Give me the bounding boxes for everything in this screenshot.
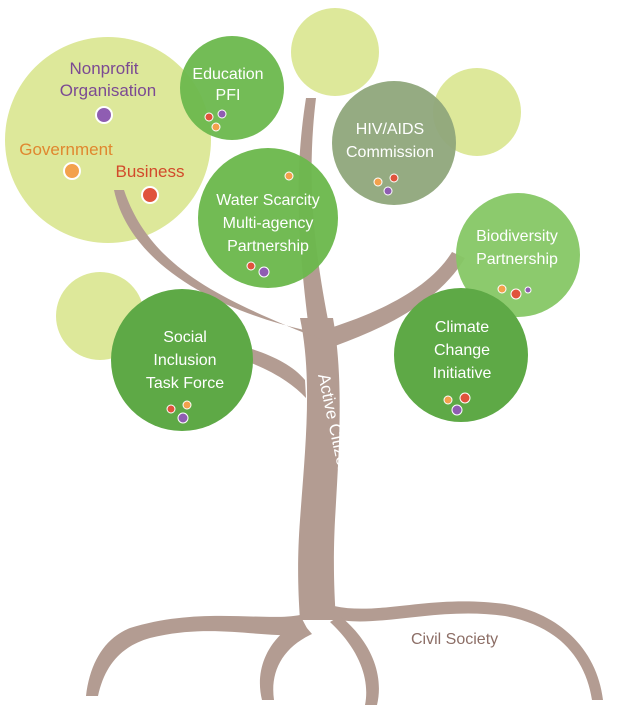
- dot-orange: [182, 400, 192, 410]
- hiv-aids-label: HIV/AIDS: [356, 121, 424, 138]
- commission-label: Commission: [346, 144, 434, 161]
- business-label: Business: [116, 162, 185, 181]
- dot-red: [459, 392, 471, 404]
- organisation-label: Organisation: [60, 81, 156, 100]
- hiv-aids-circle: [332, 81, 456, 205]
- task-force-label: Task Force: [146, 375, 224, 392]
- dot-red: [246, 261, 256, 271]
- dot-purple: [524, 286, 532, 294]
- dot-purple: [217, 109, 227, 119]
- dot-purple: [383, 186, 393, 196]
- social-label: Social: [163, 329, 207, 346]
- water-scarcity-label: Water Scarcity: [216, 192, 319, 209]
- change-label: Change: [434, 342, 490, 359]
- nonprofit-dot: [95, 106, 113, 124]
- sectors-circle: [5, 37, 211, 243]
- government-dot: [63, 162, 81, 180]
- biodiversity-label: Biodiversity: [476, 228, 558, 245]
- dot-red: [204, 112, 214, 122]
- biodiversity-partnership-label: Partnership: [476, 251, 558, 268]
- dot-red: [510, 288, 522, 300]
- dot-red: [166, 404, 176, 414]
- education-label: Education: [192, 66, 263, 83]
- dot-purple: [177, 412, 189, 424]
- dot-orange: [373, 177, 383, 187]
- climate-label: Climate: [435, 319, 489, 336]
- partnership-label: Partnership: [227, 238, 309, 255]
- dot-red: [389, 173, 399, 183]
- inclusion-label: Inclusion: [153, 352, 216, 369]
- dot-orange: [284, 171, 294, 181]
- climate-change-circle: [394, 288, 528, 422]
- dot-purple: [451, 404, 463, 416]
- biodiversity-circle: [456, 193, 580, 317]
- tree-trunk: [86, 98, 603, 705]
- initiative-label: Initiative: [433, 365, 492, 382]
- business-dot: [141, 186, 159, 204]
- dot-orange: [497, 284, 507, 294]
- pale-circle-top: [291, 8, 379, 96]
- dot-purple: [258, 266, 270, 278]
- dot-orange: [443, 395, 453, 405]
- government-label: Government: [19, 140, 113, 159]
- nonprofit-label: Nonprofit: [70, 59, 139, 78]
- multi-agency-label: Multi-agency: [223, 215, 314, 232]
- civil-society-label: Civil Society: [411, 631, 498, 648]
- social-inclusion-circle: [111, 289, 253, 431]
- dot-orange: [211, 122, 221, 132]
- water-scarcity-circle: [198, 148, 338, 288]
- pfi-label: PFI: [216, 87, 241, 104]
